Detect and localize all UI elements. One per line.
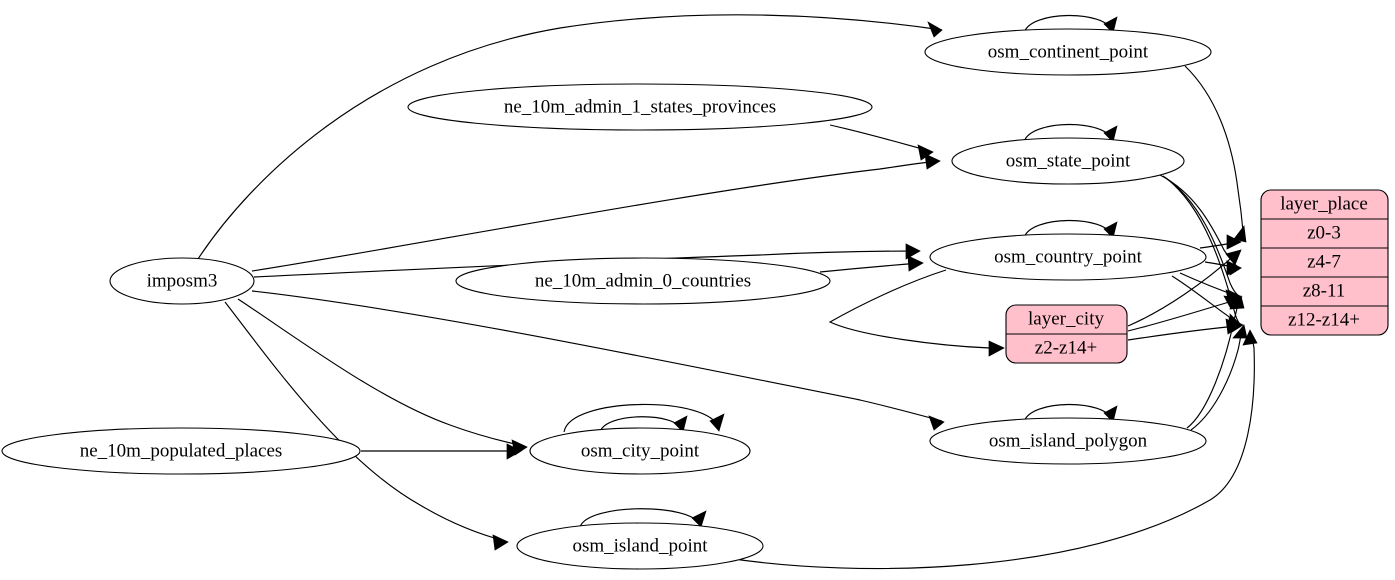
node-ne_10m_populated_places[interactable]: ne_10m_populated_places	[1, 427, 361, 475]
node-ne_10m_admin_1_states_provinces[interactable]: ne_10m_admin_1_states_provinces	[407, 83, 873, 131]
edge-ne_populated-to-osm_city_point	[361, 443, 522, 460]
node-osm_state_point[interactable]: osm_state_point	[951, 137, 1185, 185]
edge-osm_country_point-to-layer_place-z0-3	[1199, 234, 1242, 250]
record-node-layer_city[interactable]: layer_city z2-z14+	[1005, 304, 1128, 364]
selfloop-osm_state_point	[1023, 123, 1118, 143]
node-osm_island_polygon[interactable]: osm_island_polygon	[929, 417, 1207, 465]
edge-osm_island_polygon-to-layer_place-z8-11	[1186, 295, 1245, 429]
edge-osm_continent_point-to-layer_place-z0-3	[1184, 65, 1247, 243]
node-osm_continent_point[interactable]: osm_continent_point	[924, 28, 1212, 76]
selfloop-osm_island_point	[579, 508, 707, 528]
node-layer: imposm3 ne_10m_admin_1_states_provinces …	[1, 28, 1389, 570]
edge-imposm3-to-osm_state_point	[251, 153, 941, 272]
edge-layer_city-to-layer_place-z0-3	[1127, 249, 1242, 327]
edge-osm_island_point-to-layer_place-z12-z14	[726, 329, 1258, 570]
edge-layer_city-to-layer_place-z12-z14	[1127, 318, 1242, 341]
node-ne_10m_admin_0_countries[interactable]: ne_10m_admin_0_countries	[455, 257, 831, 305]
node-osm_island_point[interactable]: osm_island_point	[516, 522, 764, 570]
selfloop-osm_island_polygon	[1023, 403, 1118, 423]
selfloop-osm_continent_point	[1023, 14, 1118, 34]
edge-imposm3-to-osm_island_point	[224, 301, 509, 551]
node-osm_country_point[interactable]: osm_country_point	[929, 233, 1207, 281]
edge-imposm3-to-osm_island_polygon	[251, 290, 945, 431]
edge-osm_country_point-to-layer_city	[828, 269, 1005, 357]
record-node-layer_place[interactable]: layer_place z0-3 z4-7 z8-11 z12-z14+	[1260, 189, 1389, 336]
node-osm_city_point[interactable]: osm_city_point	[529, 427, 751, 475]
edge-layer_city-to-layer_place-z8-11	[1127, 295, 1241, 332]
edge-imposm3-to-osm_continent_point	[197, 14, 943, 260]
edge-ne_states-to-osm_state_point	[829, 124, 934, 161]
node-imposm3[interactable]: imposm3	[109, 257, 255, 305]
edge-layer	[197, 14, 1258, 570]
selfloop-osm_country_point	[1023, 219, 1118, 239]
selfloop-osm_city_point-inner	[599, 415, 688, 433]
edge-osm_island_polygon-to-layer_place-z12-z14	[1190, 324, 1248, 431]
selfloop-osm_city_point-outer	[563, 403, 725, 433]
edge-ne_countries-to-osm_country_point	[819, 255, 924, 273]
